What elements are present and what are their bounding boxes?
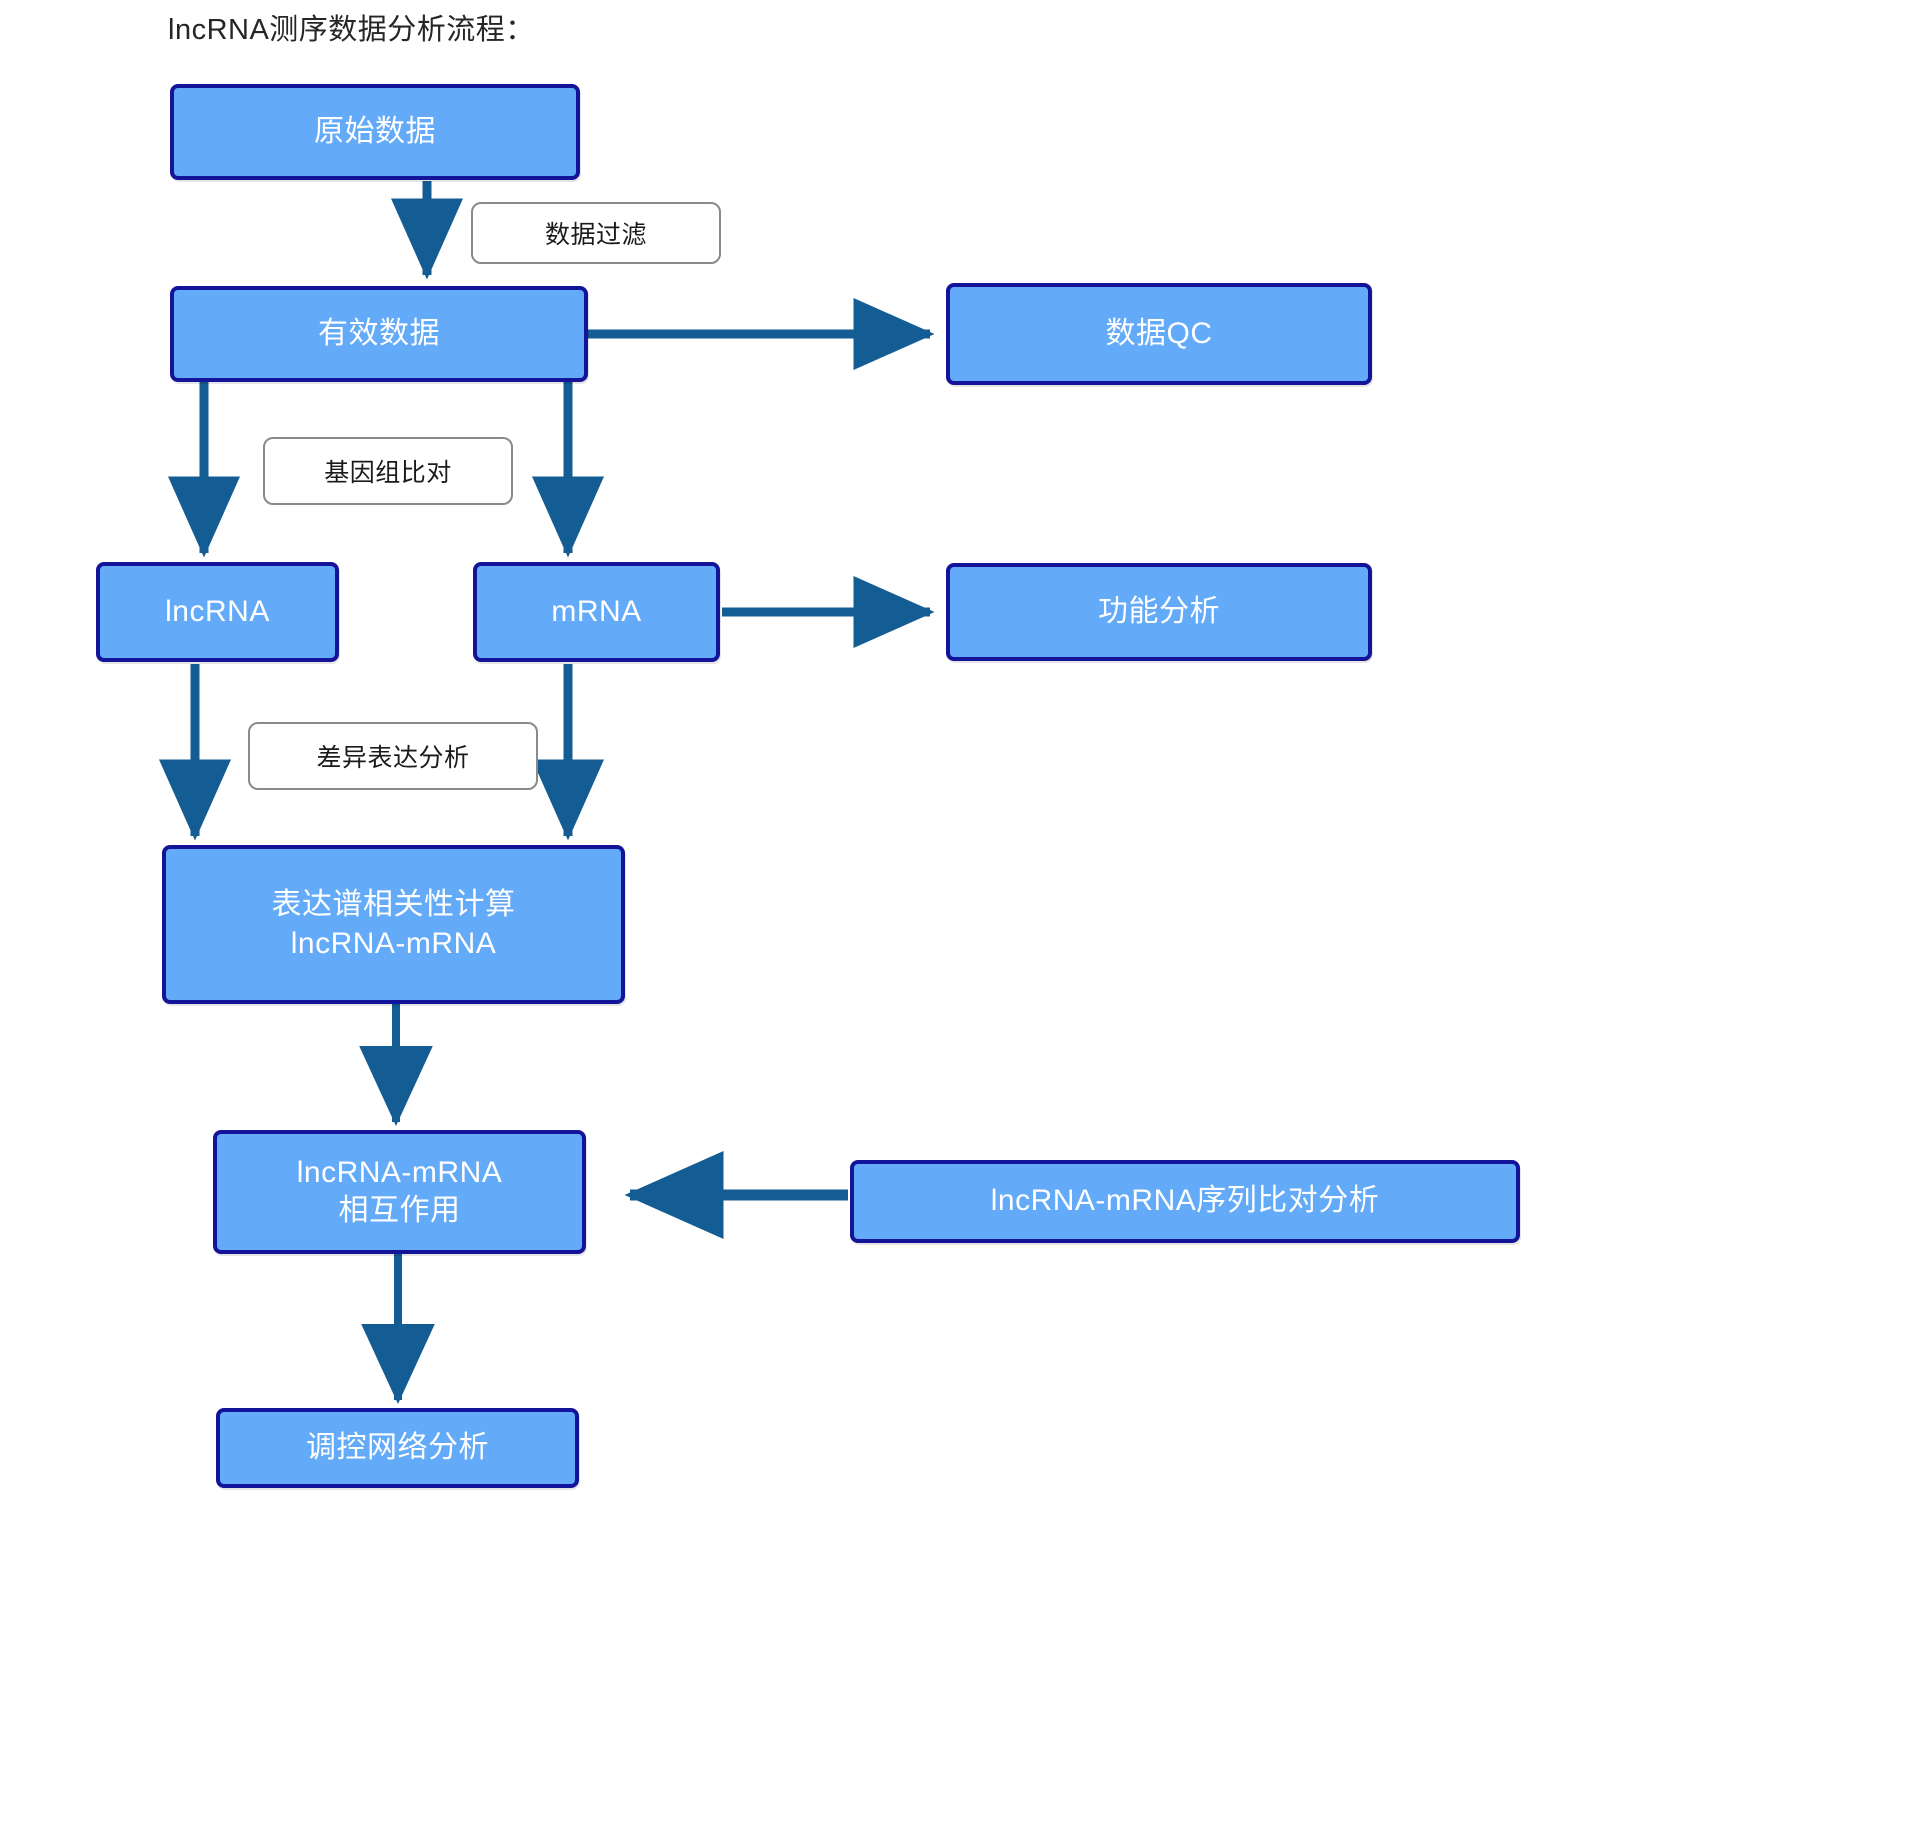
node-function-analysis-label: 功能分析 [1098,594,1220,628]
node-data-qc[interactable]: 数据QC [946,283,1372,385]
node-raw-data-label: 原始数据 [314,114,436,148]
node-interaction-line2: 相互作用 [338,1194,461,1227]
page-title: lncRNA测序数据分析流程： [168,14,535,46]
node-mrna-label: mRNA [551,594,642,628]
node-lncrna-label: lncRNA [165,594,270,628]
node-valid-data-label: 有效数据 [318,316,440,350]
edge-label-data-filter-text: 数据过滤 [544,221,647,249]
node-raw-data[interactable]: 原始数据 [170,84,580,180]
node-interaction-line1: lncRNA-mRNA [296,1155,503,1189]
node-valid-data[interactable]: 有效数据 [170,286,588,382]
node-data-qc-label: 数据QC [1105,316,1213,350]
edge-label-genome-alignment: 基因组比对 [263,437,513,505]
edge-label-differential-expression: 差异表达分析 [248,722,538,790]
node-sequence-alignment-label: lncRNA-mRNA序列比对分析 [990,1184,1380,1218]
edge-label-data-filter: 数据过滤 [471,202,721,264]
node-regulatory-network-label: 调控网络分析 [306,1430,489,1464]
node-mrna[interactable]: mRNA [473,562,720,662]
edge-label-genome-alignment-text: 基因组比对 [324,459,452,487]
node-regulatory-network[interactable]: 调控网络分析 [216,1408,579,1488]
node-correlation-calc-line2: lncRNA-mRNA [290,926,497,960]
node-lncrna-mrna-interaction[interactable]: lncRNA-mRNA 相互作用 [213,1130,586,1254]
node-lncrna[interactable]: lncRNA [96,562,339,662]
node-correlation-calc[interactable]: 表达谱相关性计算 lncRNA-mRNA [162,845,625,1004]
node-sequence-alignment[interactable]: lncRNA-mRNA序列比对分析 [850,1160,1520,1243]
edge-label-differential-expression-text: 差异表达分析 [316,744,470,772]
node-correlation-calc-line1: 表达谱相关性计算 [271,888,516,922]
node-function-analysis[interactable]: 功能分析 [946,563,1372,661]
